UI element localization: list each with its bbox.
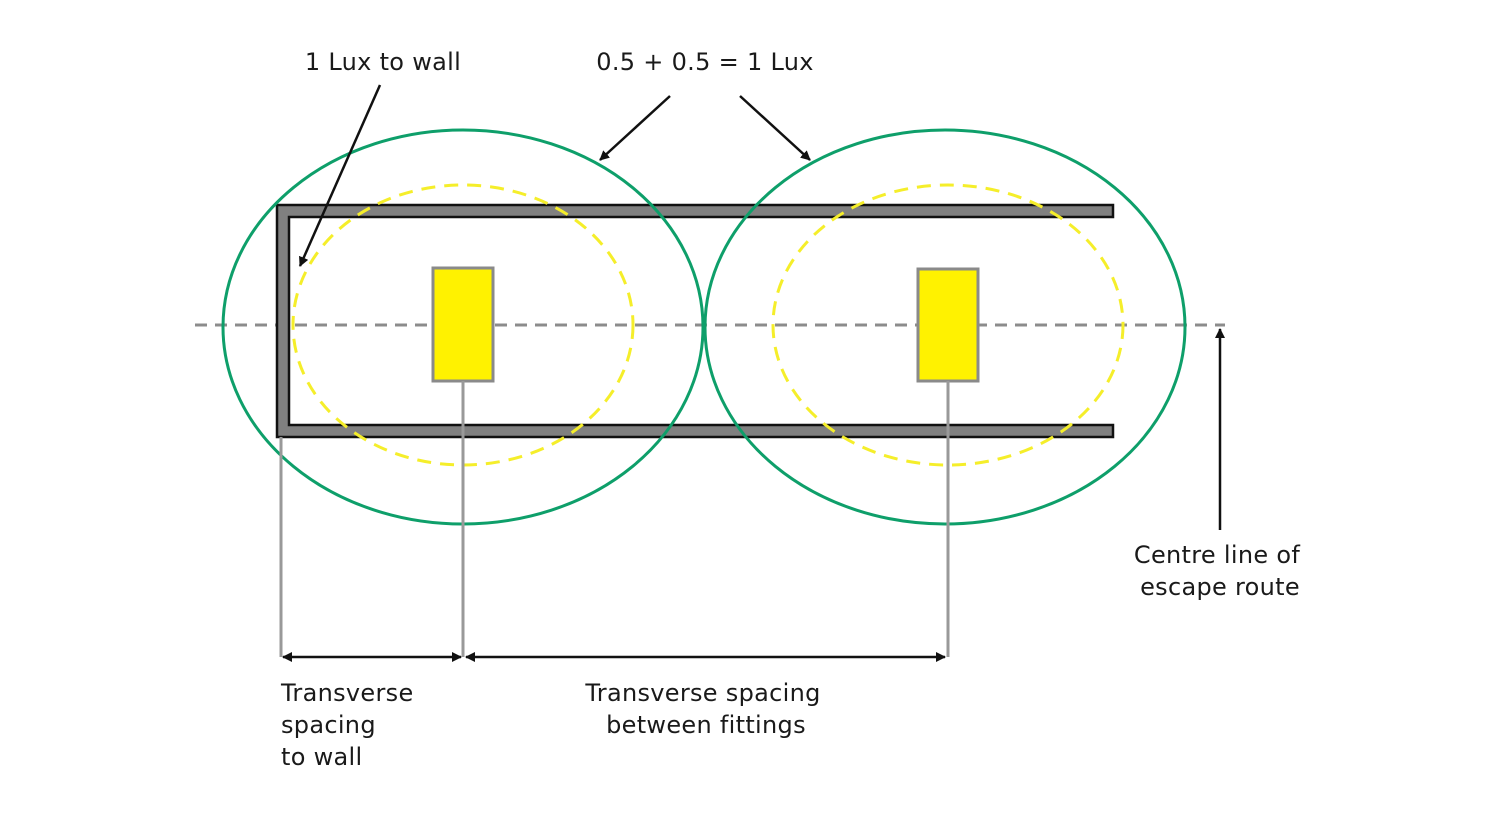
label-spacing-fittings-2: between fittings xyxy=(606,711,806,739)
corridor-walls xyxy=(275,203,1115,439)
light-coverage-inner-right xyxy=(771,183,1125,467)
label-spacing-fittings-1: Transverse spacing xyxy=(584,679,820,707)
pointer-arrow-lux-sum-right xyxy=(739,95,811,161)
label-centre-line-2: escape route xyxy=(1140,573,1300,601)
label-lux-sum: 0.5 + 0.5 = 1 Lux xyxy=(596,48,813,76)
label-centre-line-1: Centre line of xyxy=(1134,541,1300,569)
pointer-arrow-lux-to-wall xyxy=(298,84,382,267)
label-spacing-wall-1: Transverse xyxy=(280,679,414,707)
label-spacing-wall-3: to wall xyxy=(281,743,363,771)
light-fitting-right xyxy=(916,267,980,383)
pointer-arrow-lux-sum-left xyxy=(599,95,671,161)
label-spacing-wall-2: spacing xyxy=(281,711,376,739)
light-coverage-outer-right xyxy=(703,128,1187,526)
light-fitting-left xyxy=(431,266,495,383)
label-lux-to-wall: 1 Lux to wall xyxy=(305,48,461,76)
